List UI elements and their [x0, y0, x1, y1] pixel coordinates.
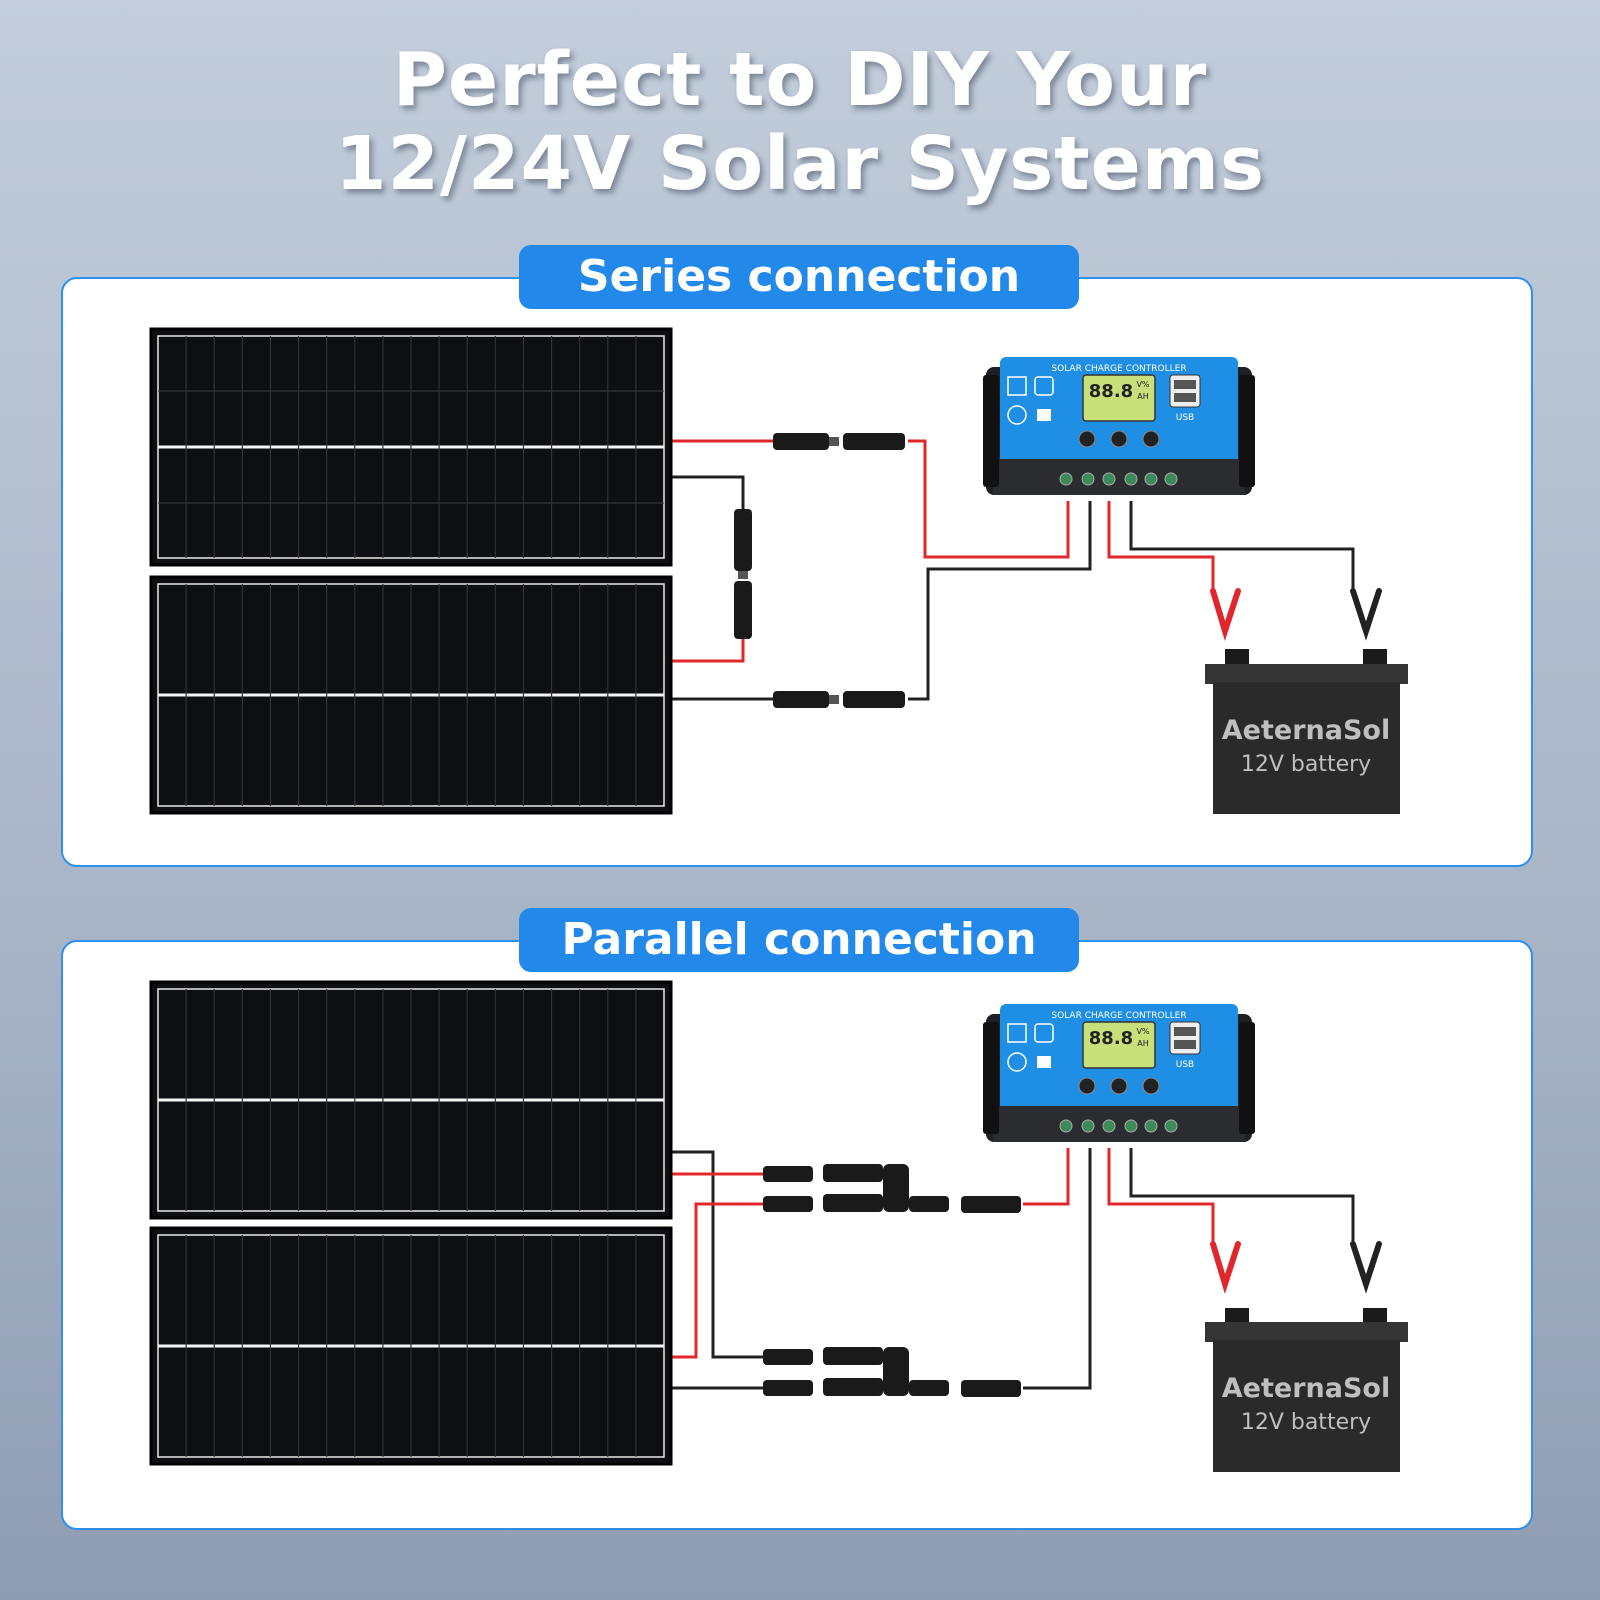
wire-red-bottom-panel [668, 1202, 763, 1359]
controller-usb-label: USB [1176, 1060, 1194, 1070]
mc4-connector-pair-middle [734, 509, 752, 639]
solar-panel-bottom [149, 575, 673, 815]
battery-clamp-red [1210, 1241, 1241, 1295]
controller-button-down[interactable] [1142, 1077, 1160, 1095]
wire-red-battery [1107, 1148, 1215, 1244]
headline-line-2: 12/24V Solar Systems [334, 121, 1265, 207]
solar-panel-top [149, 980, 673, 1220]
wire-red-series-link-bottom [668, 639, 745, 663]
controller-unit-bottom: AH [1137, 1039, 1149, 1048]
battery-brand: AeternaSol [1222, 1373, 1390, 1404]
controller-unit-top: V% [1136, 1027, 1149, 1036]
controller-unit-top: V% [1136, 380, 1149, 389]
parallel-connection-panel: Parallel connection [61, 908, 1533, 1530]
battery: AeternaSol 12V battery [1205, 1308, 1408, 1472]
series-wires [668, 439, 1355, 701]
series-diagram: SOLAR CHARGE CONTROLLER 88.8 V% AH USB [149, 327, 1408, 815]
controller-lcd-value: 88.8 [1089, 1028, 1133, 1049]
battery-brand: AeternaSol [1222, 715, 1390, 746]
mc4-connectors-negative-branch [763, 1347, 1021, 1397]
wire-red-pv-plus-2 [908, 439, 1070, 559]
solar-panel-top [149, 327, 673, 567]
mc4-connectors-positive-branch [763, 1164, 1021, 1213]
wire-black-to-controller [1023, 1148, 1092, 1390]
solar-panel-bottom [149, 1226, 673, 1466]
parallel-diagram: SOLAR CHARGE CONTROLLER 88.8 V% AH USB [149, 980, 1408, 1472]
mc4-connector-pair-bottom [773, 691, 905, 708]
battery-clamp-black [1350, 588, 1382, 641]
wire-black-series-link-top [668, 475, 745, 509]
wire-red-to-controller [1023, 1148, 1070, 1206]
parallel-connection-label: Parallel connection [519, 908, 1079, 972]
battery-clamp-red [1210, 588, 1241, 642]
controller-title: SOLAR CHARGE CONTROLLER [1051, 1011, 1186, 1021]
headline-line-1: Perfect to DIY Your [392, 37, 1208, 123]
series-connection-panel: Series connection [61, 245, 1533, 867]
controller-usb-label: USB [1176, 413, 1194, 423]
wire-black-pv-minus-2 [908, 501, 1092, 701]
controller-button-up[interactable] [1110, 1077, 1128, 1095]
controller-button-down[interactable] [1142, 430, 1160, 448]
wire-red-battery [1107, 501, 1215, 591]
page-headline: Perfect to DIY Your 12/24V Solar Systems [0, 38, 1600, 206]
series-connection-label: Series connection [519, 245, 1079, 309]
controller-lcd [1082, 374, 1156, 422]
mc4-connector-pair-top [773, 433, 905, 450]
battery: AeternaSol 12V battery [1205, 649, 1408, 814]
controller-title: SOLAR CHARGE CONTROLLER [1051, 364, 1186, 374]
controller-unit-bottom: AH [1137, 392, 1149, 401]
battery-label: 12V battery [1241, 1410, 1371, 1435]
charge-controller: SOLAR CHARGE CONTROLLER 88.8 V% AH USB [983, 1004, 1255, 1142]
battery-clamp-black [1350, 1241, 1382, 1294]
controller-button-menu[interactable] [1078, 430, 1096, 448]
wire-black-top-panel [668, 1150, 763, 1359]
parallel-wires [668, 1148, 1355, 1390]
controller-lcd-value: 88.8 [1089, 381, 1133, 402]
controller-button-up[interactable] [1110, 430, 1128, 448]
charge-controller: SOLAR CHARGE CONTROLLER 88.8 V% AH USB [983, 357, 1255, 495]
controller-button-menu[interactable] [1078, 1077, 1096, 1095]
wire-black-battery [1129, 501, 1355, 591]
battery-label: 12V battery [1241, 752, 1371, 777]
wire-black-battery [1129, 1148, 1355, 1244]
